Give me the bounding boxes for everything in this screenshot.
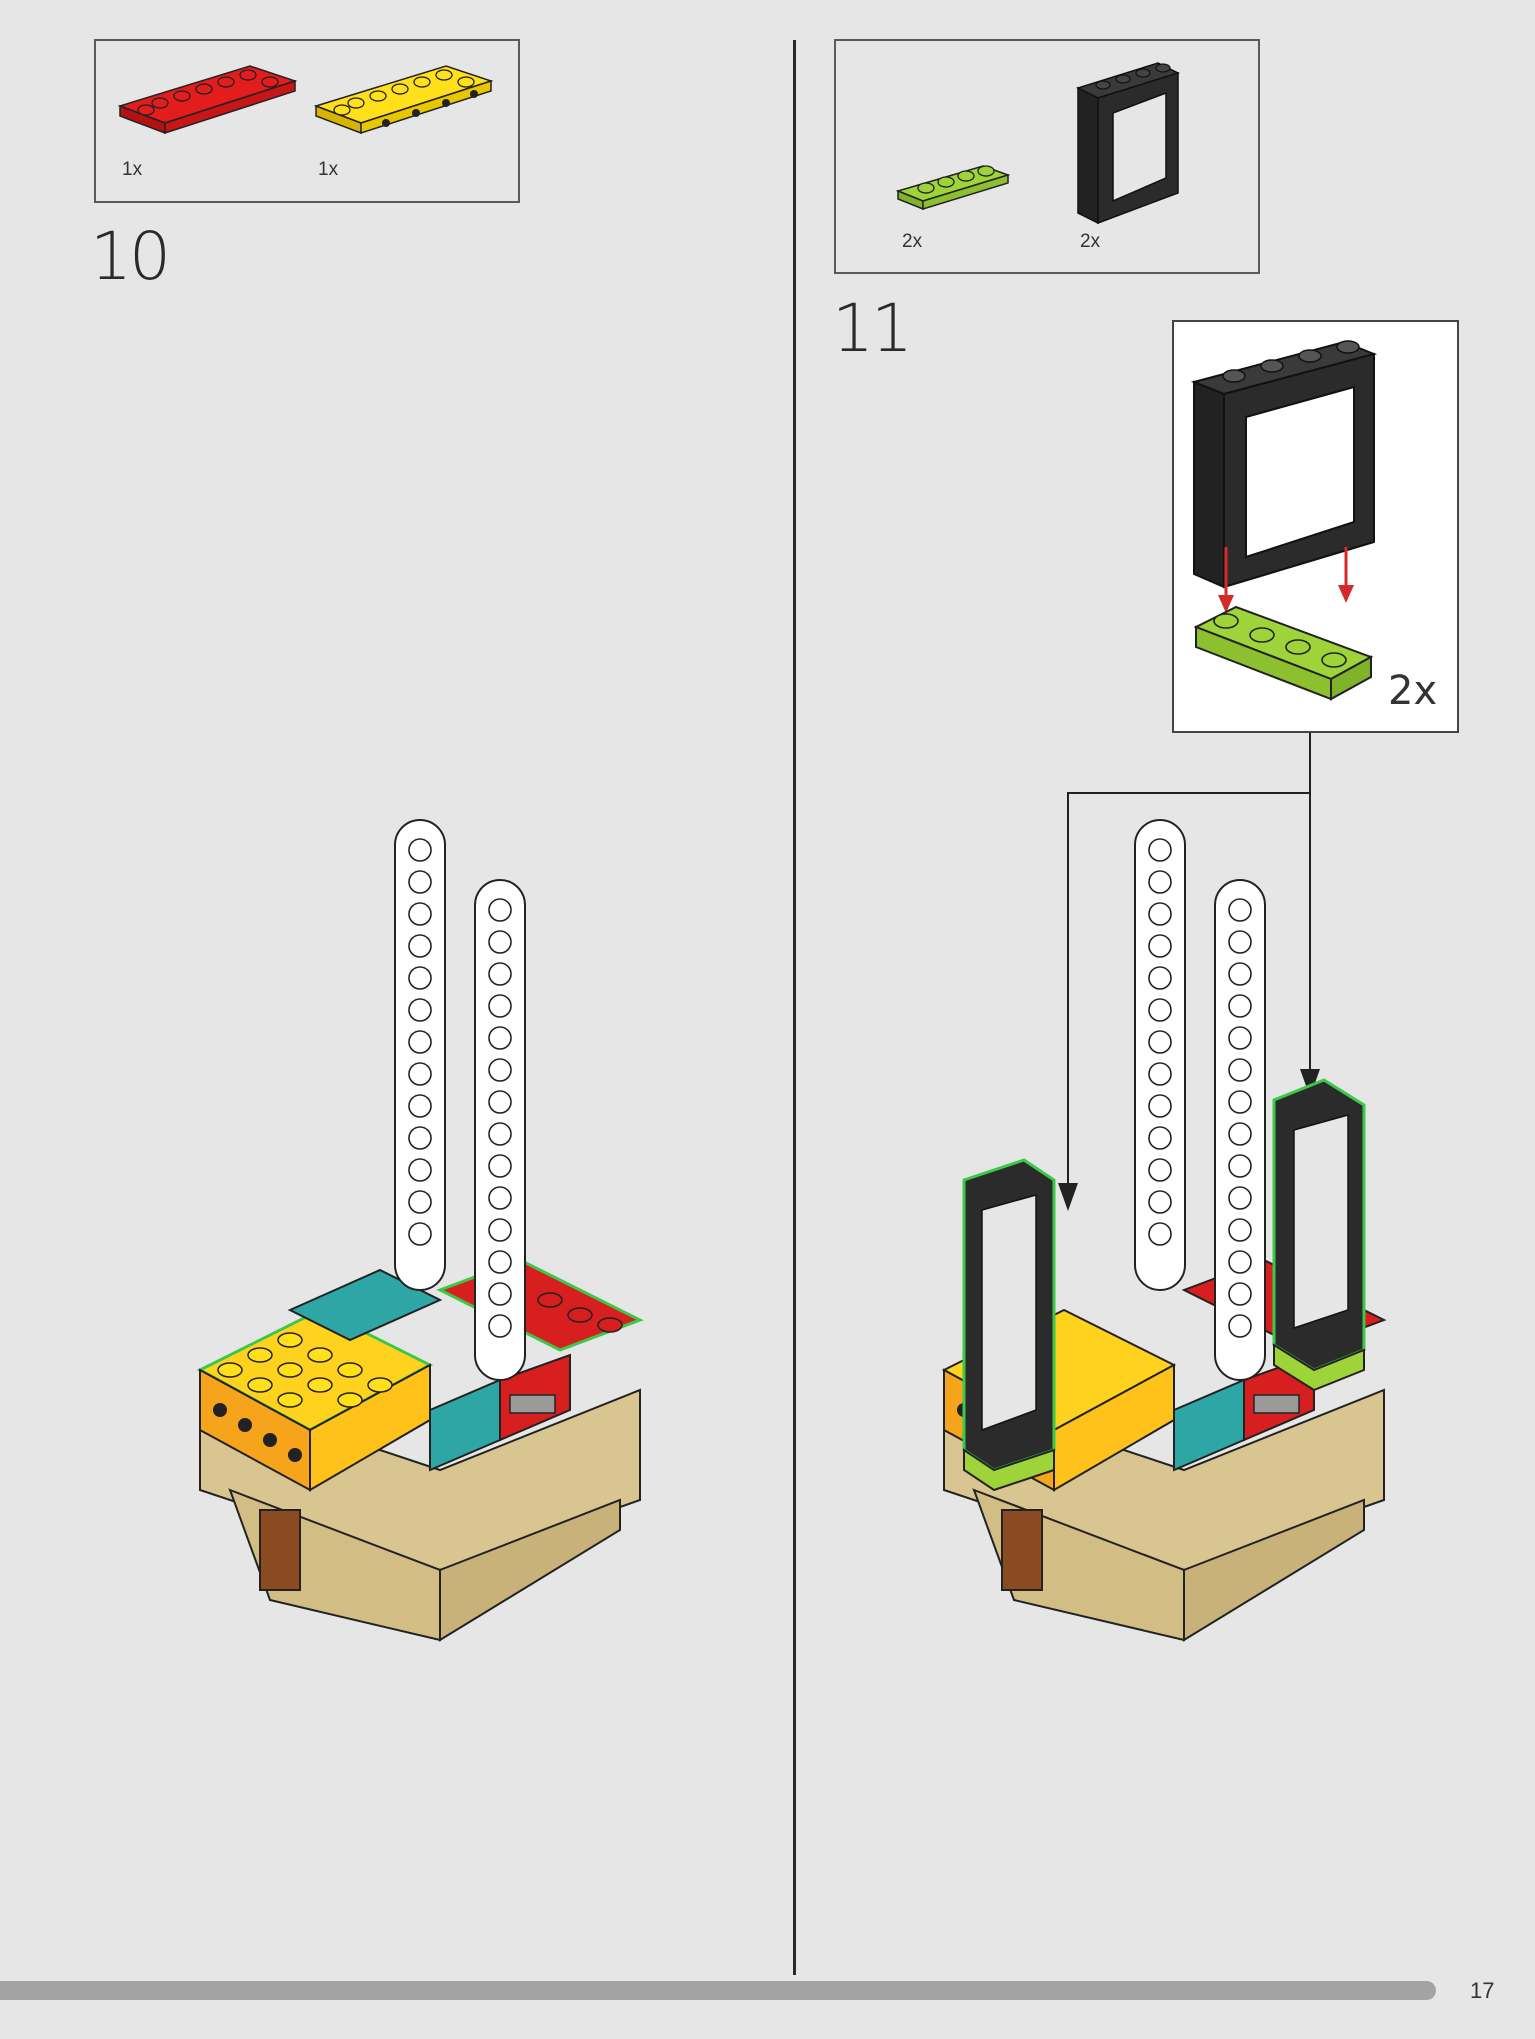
window-frame-icon xyxy=(1076,62,1180,225)
page-number: 17 xyxy=(1470,1978,1495,2003)
page-divider xyxy=(793,40,796,1975)
callout-lime-plate xyxy=(1193,605,1374,701)
callout-qty: 2x xyxy=(1388,668,1438,714)
step-number-10: 10 xyxy=(90,218,171,295)
step11-model xyxy=(941,819,1387,1642)
step-number-11: 11 xyxy=(832,290,913,367)
footer-progress-bar xyxy=(0,1981,1436,2000)
yellow-plate-qty: 1x xyxy=(318,159,339,180)
lime-plate-qty: 2x xyxy=(902,231,923,252)
yellow-plate-icon xyxy=(313,65,494,135)
lime-plate-icon xyxy=(895,165,1011,211)
step10-parts-box: 1x 1x xyxy=(94,39,520,203)
red-plate-icon xyxy=(117,65,298,135)
red-plate-qty: 1x xyxy=(122,159,143,180)
callout-red-arrows xyxy=(1218,547,1354,613)
placement-arrows xyxy=(1058,733,1320,1211)
callout-frame-on-plate xyxy=(1190,340,1378,589)
sub-assembly-callout xyxy=(1172,320,1459,733)
step11-parts-box: 2x 2x xyxy=(834,39,1260,274)
step10-model xyxy=(196,819,644,1642)
window-frame-qty: 2x xyxy=(1080,231,1101,252)
